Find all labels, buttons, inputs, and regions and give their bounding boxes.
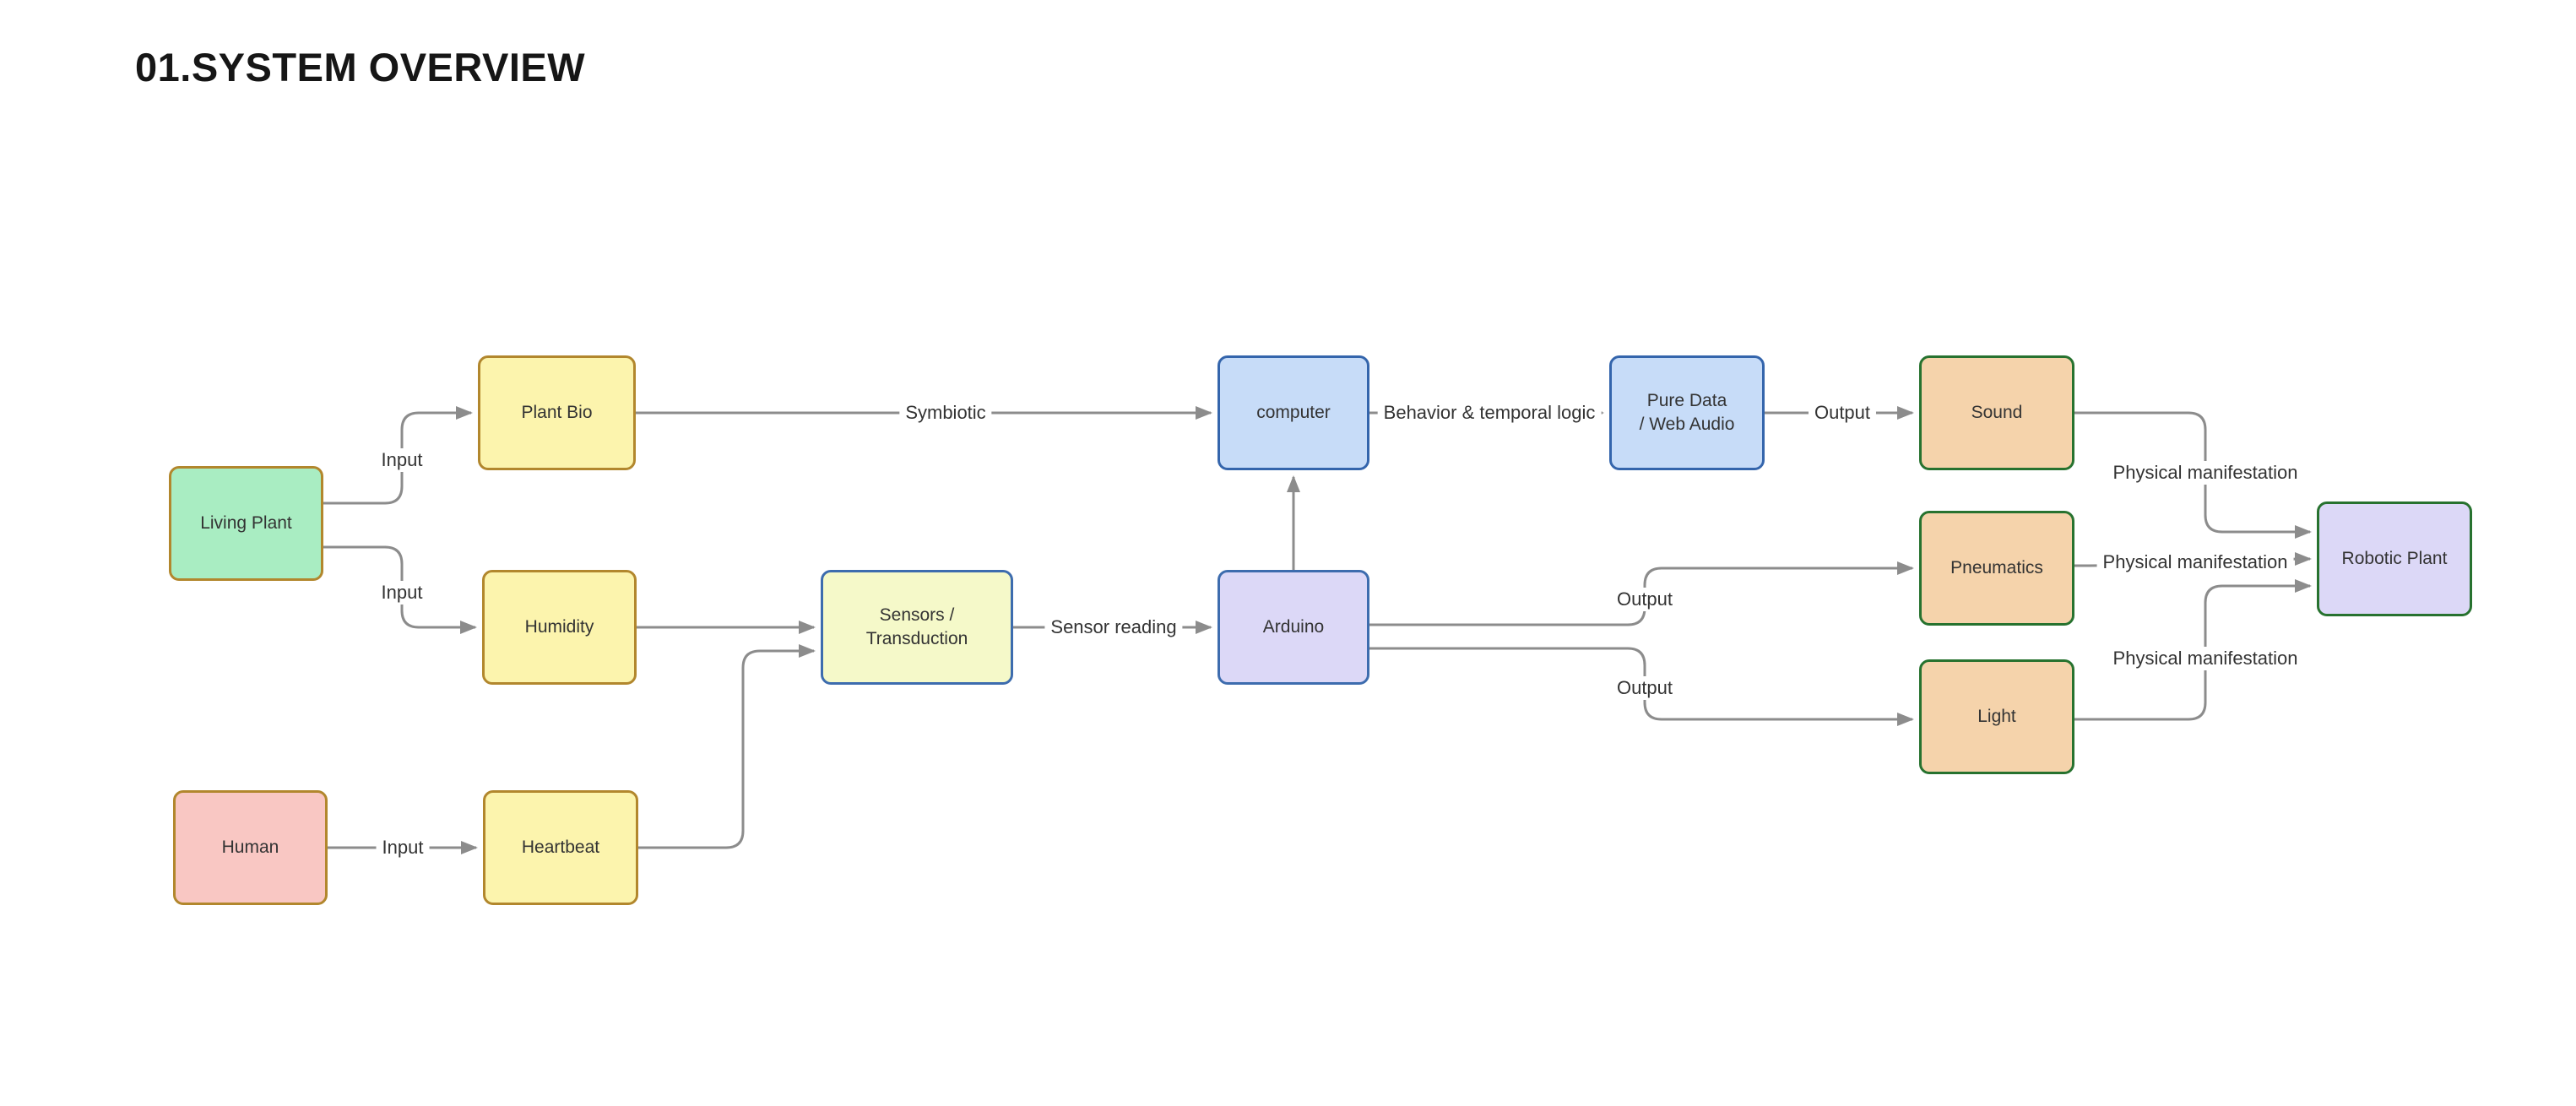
edge-label-output-sound: Output (1808, 401, 1877, 425)
node-computer: computer (1217, 355, 1369, 470)
node-sensors-transduction-label: Sensors / Transduction (865, 605, 968, 648)
edge-label-symbiotic: Symbiotic (899, 401, 992, 425)
edge-label-output-pneumatics: Output (1610, 588, 1679, 611)
node-light: Light (1919, 659, 2074, 774)
node-arduino: Arduino (1217, 570, 1369, 685)
page-title: 01.SYSTEM OVERVIEW (135, 45, 586, 89)
edge-label-input-humidity: Input (375, 581, 429, 605)
node-sensors-transduction: Sensors / Transduction (821, 570, 1013, 685)
edge-label-physical-manifestation-light: Physical manifestation (2107, 647, 2304, 670)
node-plant-bio-label: Plant Bio (521, 402, 593, 422)
node-humidity: Humidity (482, 570, 637, 685)
edge-label-input-plant-bio: Input (375, 448, 429, 472)
edge-heartbeat-to-sensors (638, 644, 816, 849)
node-computer-label: computer (1256, 402, 1331, 422)
node-humidity-label: Humidity (524, 616, 594, 637)
node-light-label: Light (1977, 706, 2016, 726)
node-pure-data-web-audio: Pure Data / Web Audio (1609, 355, 1765, 470)
node-heartbeat-label: Heartbeat (521, 837, 600, 857)
node-plant-bio: Plant Bio (478, 355, 636, 470)
node-living-plant: Living Plant (169, 466, 323, 581)
node-pneumatics-label: Pneumatics (1950, 557, 2043, 577)
node-sound-label: Sound (1971, 402, 2023, 422)
edge-label-physical-manifestation-sound: Physical manifestation (2107, 461, 2304, 485)
node-sound: Sound (1919, 355, 2074, 470)
node-human: Human (173, 790, 328, 905)
node-human-label: Human (221, 837, 279, 857)
node-living-plant-label: Living Plant (200, 512, 292, 533)
node-robotic-plant-label: Robotic Plant (2341, 548, 2448, 568)
node-heartbeat: Heartbeat (483, 790, 638, 905)
node-arduino-label: Arduino (1262, 616, 1325, 637)
edge-label-output-light: Output (1610, 676, 1679, 700)
edge-label-sensor-reading: Sensor reading (1044, 615, 1183, 639)
node-pure-data-line1: Pure Data (1646, 390, 1727, 410)
node-pneumatics: Pneumatics (1919, 511, 2074, 626)
edge-label-input-heartbeat: Input (376, 836, 430, 859)
node-pure-data-web-audio-label: Pure Data / Web Audio (1640, 389, 1735, 437)
edge-label-physical-manifestation-pneumatics: Physical manifestation (2096, 550, 2294, 574)
node-pure-data-line2: / Web Audio (1639, 415, 1735, 434)
node-robotic-plant: Robotic Plant (2317, 501, 2472, 616)
edge-label-behavior-temporal-logic: Behavior & temporal logic (1377, 401, 1602, 425)
